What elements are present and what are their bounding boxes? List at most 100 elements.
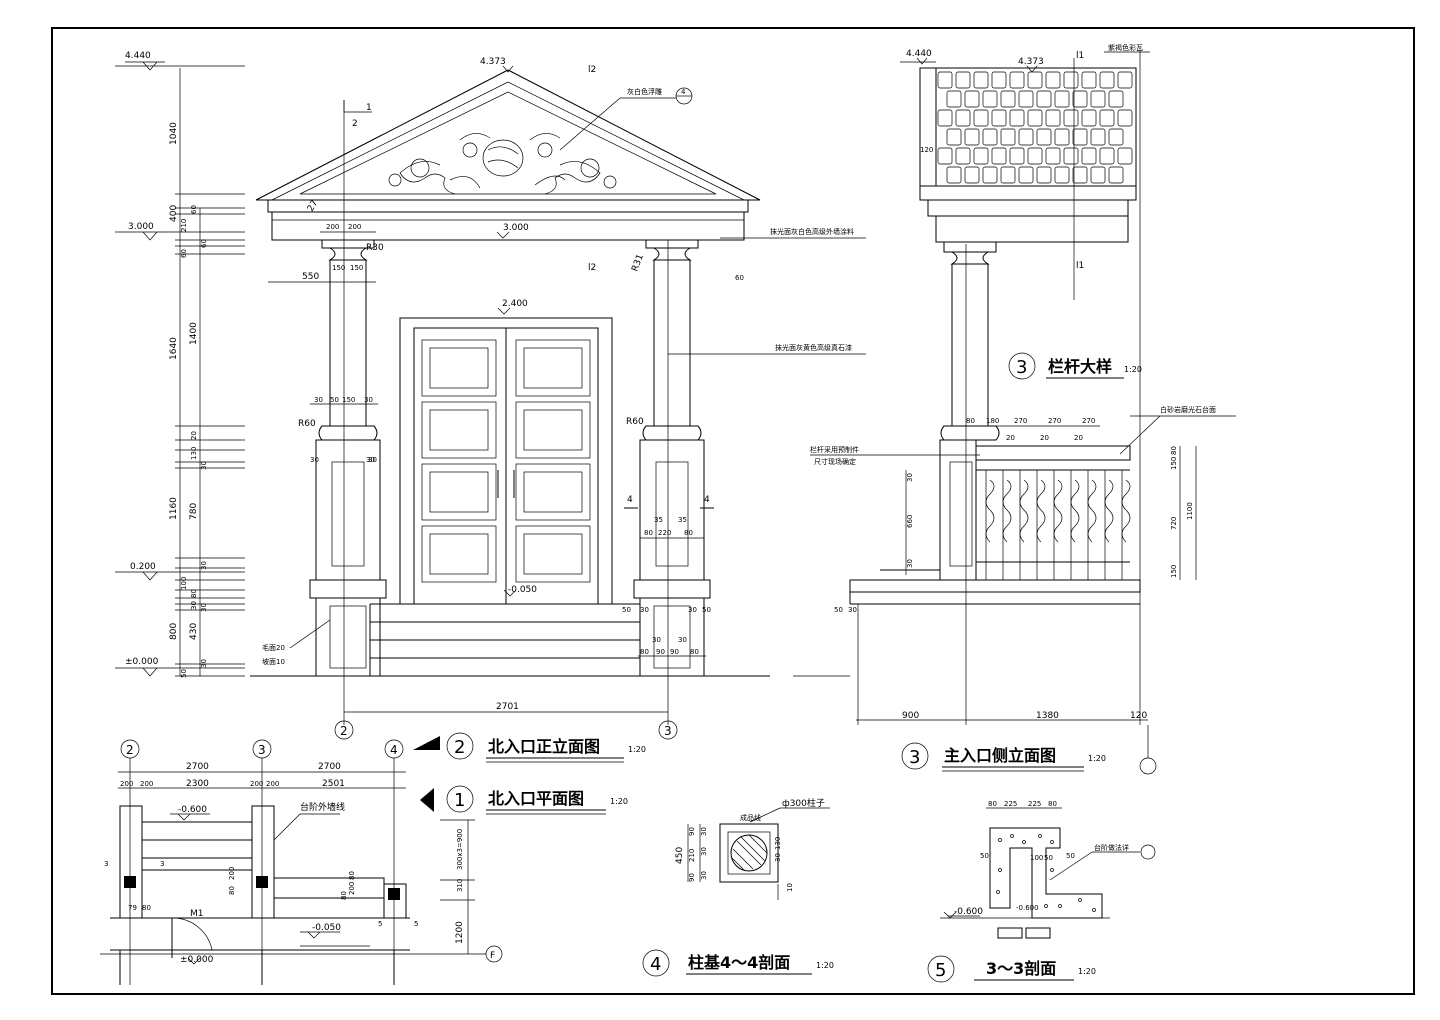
svg-text:1160: 1160	[169, 497, 179, 520]
svg-text:10: 10	[786, 883, 794, 892]
svg-text:-0.050: -0.050	[312, 923, 341, 933]
baluster-scroll	[1036, 479, 1046, 543]
baluster-scroll	[1053, 479, 1063, 543]
svg-text:-0.600: -0.600	[1016, 904, 1039, 912]
svg-text:±0.000: ±0.000	[180, 955, 214, 965]
svg-text:1:20: 1:20	[816, 961, 834, 970]
roof-tile	[1090, 128, 1106, 146]
svg-text:30: 30	[774, 853, 782, 862]
roof-tile	[982, 128, 998, 146]
svg-text:400: 400	[169, 205, 179, 222]
roof-tile	[955, 109, 971, 127]
svg-text:900: 900	[902, 711, 919, 721]
title-plan: 1 北入口平面图 1:20	[420, 785, 628, 815]
svg-text:2701: 2701	[496, 702, 519, 712]
svg-text:270: 270	[1082, 417, 1095, 425]
roof-tile	[1045, 109, 1061, 127]
roof-tile	[1117, 71, 1133, 89]
svg-text:1:20: 1:20	[628, 745, 646, 754]
roof-tile	[1072, 166, 1088, 184]
axis-bubble-2: 2	[334, 720, 354, 740]
svg-text:1:20: 1:20	[1124, 365, 1142, 374]
svg-text:1400: 1400	[189, 322, 199, 345]
level-marker-4440: 4.440	[125, 51, 165, 71]
svg-text:200: 200	[348, 223, 361, 231]
roof-tile	[1000, 166, 1016, 184]
svg-text:30: 30	[314, 396, 323, 404]
svg-text:200: 200	[120, 780, 133, 788]
roof-tile	[964, 90, 980, 108]
roof-tile	[1000, 128, 1016, 146]
svg-text:20: 20	[190, 431, 198, 440]
svg-text:5: 5	[414, 920, 418, 928]
roof-tile	[1000, 90, 1016, 108]
title-railing-detail: 3 栏杆大样 1:20	[1008, 352, 1142, 380]
title-front-elevation: 2 北入口正立面图 1:20	[413, 732, 646, 763]
svg-text:3: 3	[258, 743, 266, 757]
svg-text:220: 220	[658, 529, 671, 537]
svg-text:20: 20	[1006, 434, 1015, 442]
svg-text:5: 5	[935, 960, 946, 981]
svg-text:800: 800	[169, 623, 179, 640]
svg-text:1640: 1640	[169, 337, 179, 360]
svg-text:2: 2	[126, 743, 134, 757]
svg-text:50: 50	[180, 669, 188, 678]
svg-text:l1: l1	[1076, 261, 1084, 271]
svg-text:30: 30	[700, 827, 708, 836]
svg-text:720: 720	[1170, 517, 1178, 530]
roof-tile	[946, 90, 962, 108]
roof-tile	[973, 109, 989, 127]
roof-tile	[937, 71, 953, 89]
front-steps	[250, 603, 770, 677]
svg-text:50: 50	[1044, 854, 1053, 862]
plan-walls: M1 3 3 5 5	[104, 805, 418, 985]
svg-text:1100: 1100	[1186, 502, 1194, 520]
svg-text:90: 90	[688, 827, 696, 836]
side-elevation: l1 l1 4.440 4.373	[793, 43, 1236, 775]
svg-text:60: 60	[735, 274, 744, 282]
svg-text:180: 180	[986, 417, 999, 425]
roof-tile	[1018, 90, 1034, 108]
svg-text:栏杆大样: 栏杆大样	[1048, 357, 1112, 376]
svg-text:30: 30	[200, 561, 208, 570]
svg-text:20: 20	[1074, 434, 1083, 442]
svg-text:310: 310	[456, 879, 464, 892]
svg-text:200: 200	[250, 780, 263, 788]
svg-text:200: 200	[140, 780, 153, 788]
roof-tile	[991, 71, 1007, 89]
svg-text:1:20: 1:20	[1088, 754, 1106, 763]
svg-text:2: 2	[454, 737, 465, 758]
svg-text:80: 80	[1048, 800, 1057, 808]
svg-text:80: 80	[690, 648, 699, 656]
svg-text:5: 5	[378, 920, 382, 928]
svg-text:1380: 1380	[1036, 711, 1059, 721]
roof-tile	[1054, 90, 1070, 108]
roof-tile	[1072, 128, 1088, 146]
svg-text:白砂岩磨光石台面: 白砂岩磨光石台面	[1160, 405, 1216, 414]
svg-text:27: 27	[306, 199, 320, 214]
svg-text:50: 50	[980, 852, 989, 860]
svg-text:20: 20	[1040, 434, 1049, 442]
svg-text:50: 50	[330, 396, 339, 404]
baluster-scroll	[1121, 479, 1131, 543]
roof-tile	[1036, 90, 1052, 108]
svg-text:4.373: 4.373	[1018, 57, 1044, 67]
svg-text:2.400: 2.400	[502, 299, 528, 309]
svg-text:-0.050: -0.050	[508, 585, 537, 595]
svg-text:150: 150	[1170, 457, 1178, 470]
svg-text:30: 30	[200, 461, 208, 470]
baluster-scroll	[1070, 479, 1080, 543]
svg-text:60: 60	[200, 239, 208, 248]
svg-text:150: 150	[350, 264, 363, 272]
roof-tile	[1081, 147, 1097, 165]
svg-text:1:20: 1:20	[610, 797, 628, 806]
pediment: 4.373 3.000 27	[255, 57, 761, 241]
plan-axis-2: 2	[120, 739, 140, 985]
axis-bubble-3: 3	[658, 720, 678, 740]
svg-text:150: 150	[332, 264, 345, 272]
svg-text:200: 200	[326, 223, 339, 231]
roof-tile	[1045, 147, 1061, 165]
svg-text:30: 30	[700, 847, 708, 856]
relief-ornament	[388, 133, 617, 195]
